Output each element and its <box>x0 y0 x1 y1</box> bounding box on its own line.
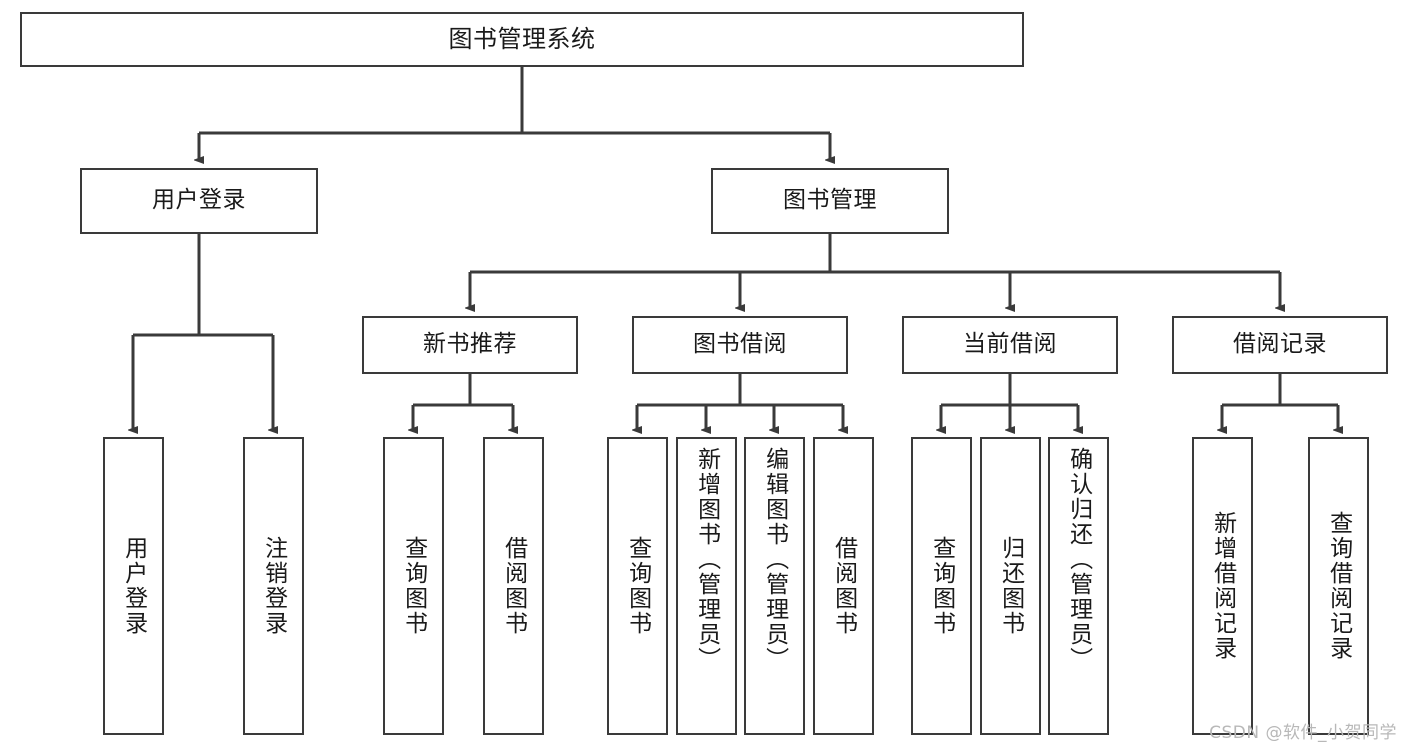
node-book-management-label: 图书管理 <box>783 187 877 214</box>
leaf-user-login-logout-label: 注销登录 <box>260 536 287 636</box>
leaf-current-borrow-query[interactable]: 查询图书 <box>911 437 972 735</box>
node-root-label: 图书管理系统 <box>448 25 596 54</box>
leaf-new-book-borrow[interactable]: 借阅图书 <box>483 437 544 735</box>
leaf-book-borrow-edit[interactable]: 编辑图书（管理员） <box>744 437 805 735</box>
leaf-book-borrow-query-label: 查询图书 <box>624 536 651 636</box>
node-book-management[interactable]: 图书管理 <box>711 168 949 234</box>
node-new-book-recommend-label: 新书推荐 <box>423 331 517 358</box>
node-current-borrow-label: 当前借阅 <box>963 331 1057 358</box>
leaf-borrow-record-query[interactable]: 查询借阅记录 <box>1308 437 1369 735</box>
node-user-login[interactable]: 用户登录 <box>80 168 318 234</box>
leaf-new-book-query-label: 查询图书 <box>400 536 427 636</box>
leaf-user-login-logout[interactable]: 注销登录 <box>243 437 304 735</box>
leaf-current-borrow-confirm-label: 确认归还（管理员） <box>1065 447 1092 672</box>
node-user-login-label: 用户登录 <box>152 187 246 214</box>
leaf-user-login-login-label: 用户登录 <box>120 536 147 636</box>
node-new-book-recommend[interactable]: 新书推荐 <box>362 316 578 374</box>
node-book-borrow-label: 图书借阅 <box>693 331 787 358</box>
leaf-user-login-login[interactable]: 用户登录 <box>103 437 164 735</box>
leaf-book-borrow-borrow[interactable]: 借阅图书 <box>813 437 874 735</box>
node-current-borrow[interactable]: 当前借阅 <box>902 316 1118 374</box>
leaf-book-borrow-borrow-label: 借阅图书 <box>830 536 857 636</box>
leaf-borrow-record-query-label: 查询借阅记录 <box>1325 511 1352 661</box>
leaf-current-borrow-return[interactable]: 归还图书 <box>980 437 1041 735</box>
node-borrow-record-label: 借阅记录 <box>1233 331 1327 358</box>
leaf-current-borrow-return-label: 归还图书 <box>997 536 1024 636</box>
leaf-current-borrow-confirm[interactable]: 确认归还（管理员） <box>1048 437 1109 735</box>
leaf-borrow-record-add[interactable]: 新增借阅记录 <box>1192 437 1253 735</box>
node-book-borrow[interactable]: 图书借阅 <box>632 316 848 374</box>
leaf-book-borrow-add-label: 新增图书（管理员） <box>693 447 720 672</box>
node-borrow-record[interactable]: 借阅记录 <box>1172 316 1388 374</box>
leaf-new-book-query[interactable]: 查询图书 <box>383 437 444 735</box>
leaf-borrow-record-add-label: 新增借阅记录 <box>1209 511 1236 661</box>
node-root-book-management-system[interactable]: 图书管理系统 <box>20 12 1024 67</box>
leaf-book-borrow-edit-label: 编辑图书（管理员） <box>761 447 788 672</box>
leaf-current-borrow-query-label: 查询图书 <box>928 536 955 636</box>
leaf-book-borrow-add[interactable]: 新增图书（管理员） <box>676 437 737 735</box>
leaf-book-borrow-query[interactable]: 查询图书 <box>607 437 668 735</box>
leaf-new-book-borrow-label: 借阅图书 <box>500 536 527 636</box>
